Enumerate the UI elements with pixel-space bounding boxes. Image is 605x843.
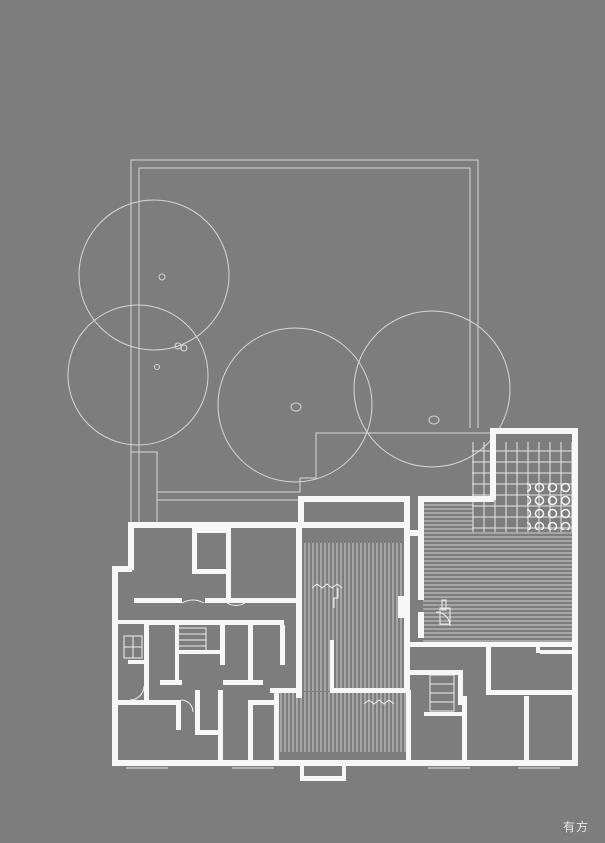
tree-trunk — [428, 415, 440, 425]
central-hall-floor — [303, 543, 407, 691]
tree-canopy — [67, 304, 209, 446]
tree-trunk — [180, 344, 188, 352]
watermark-text: 有方 — [562, 820, 589, 834]
door-swings — [129, 583, 451, 713]
tree-trunk — [174, 342, 182, 350]
tree-trunk — [158, 273, 166, 281]
tree-canopies — [67, 199, 511, 483]
tree-canopy — [217, 327, 373, 483]
tree-canopy — [353, 310, 511, 468]
terrace-dots — [527, 482, 573, 530]
building-walls — [112, 428, 578, 781]
stairs — [123, 627, 455, 712]
right-hall-floor — [423, 532, 573, 644]
floor-finishes — [280, 442, 574, 752]
tree-trunk — [290, 402, 302, 412]
tree-canopy — [78, 199, 230, 351]
tree-trunk — [154, 364, 160, 370]
garden-boundary — [130, 159, 492, 522]
